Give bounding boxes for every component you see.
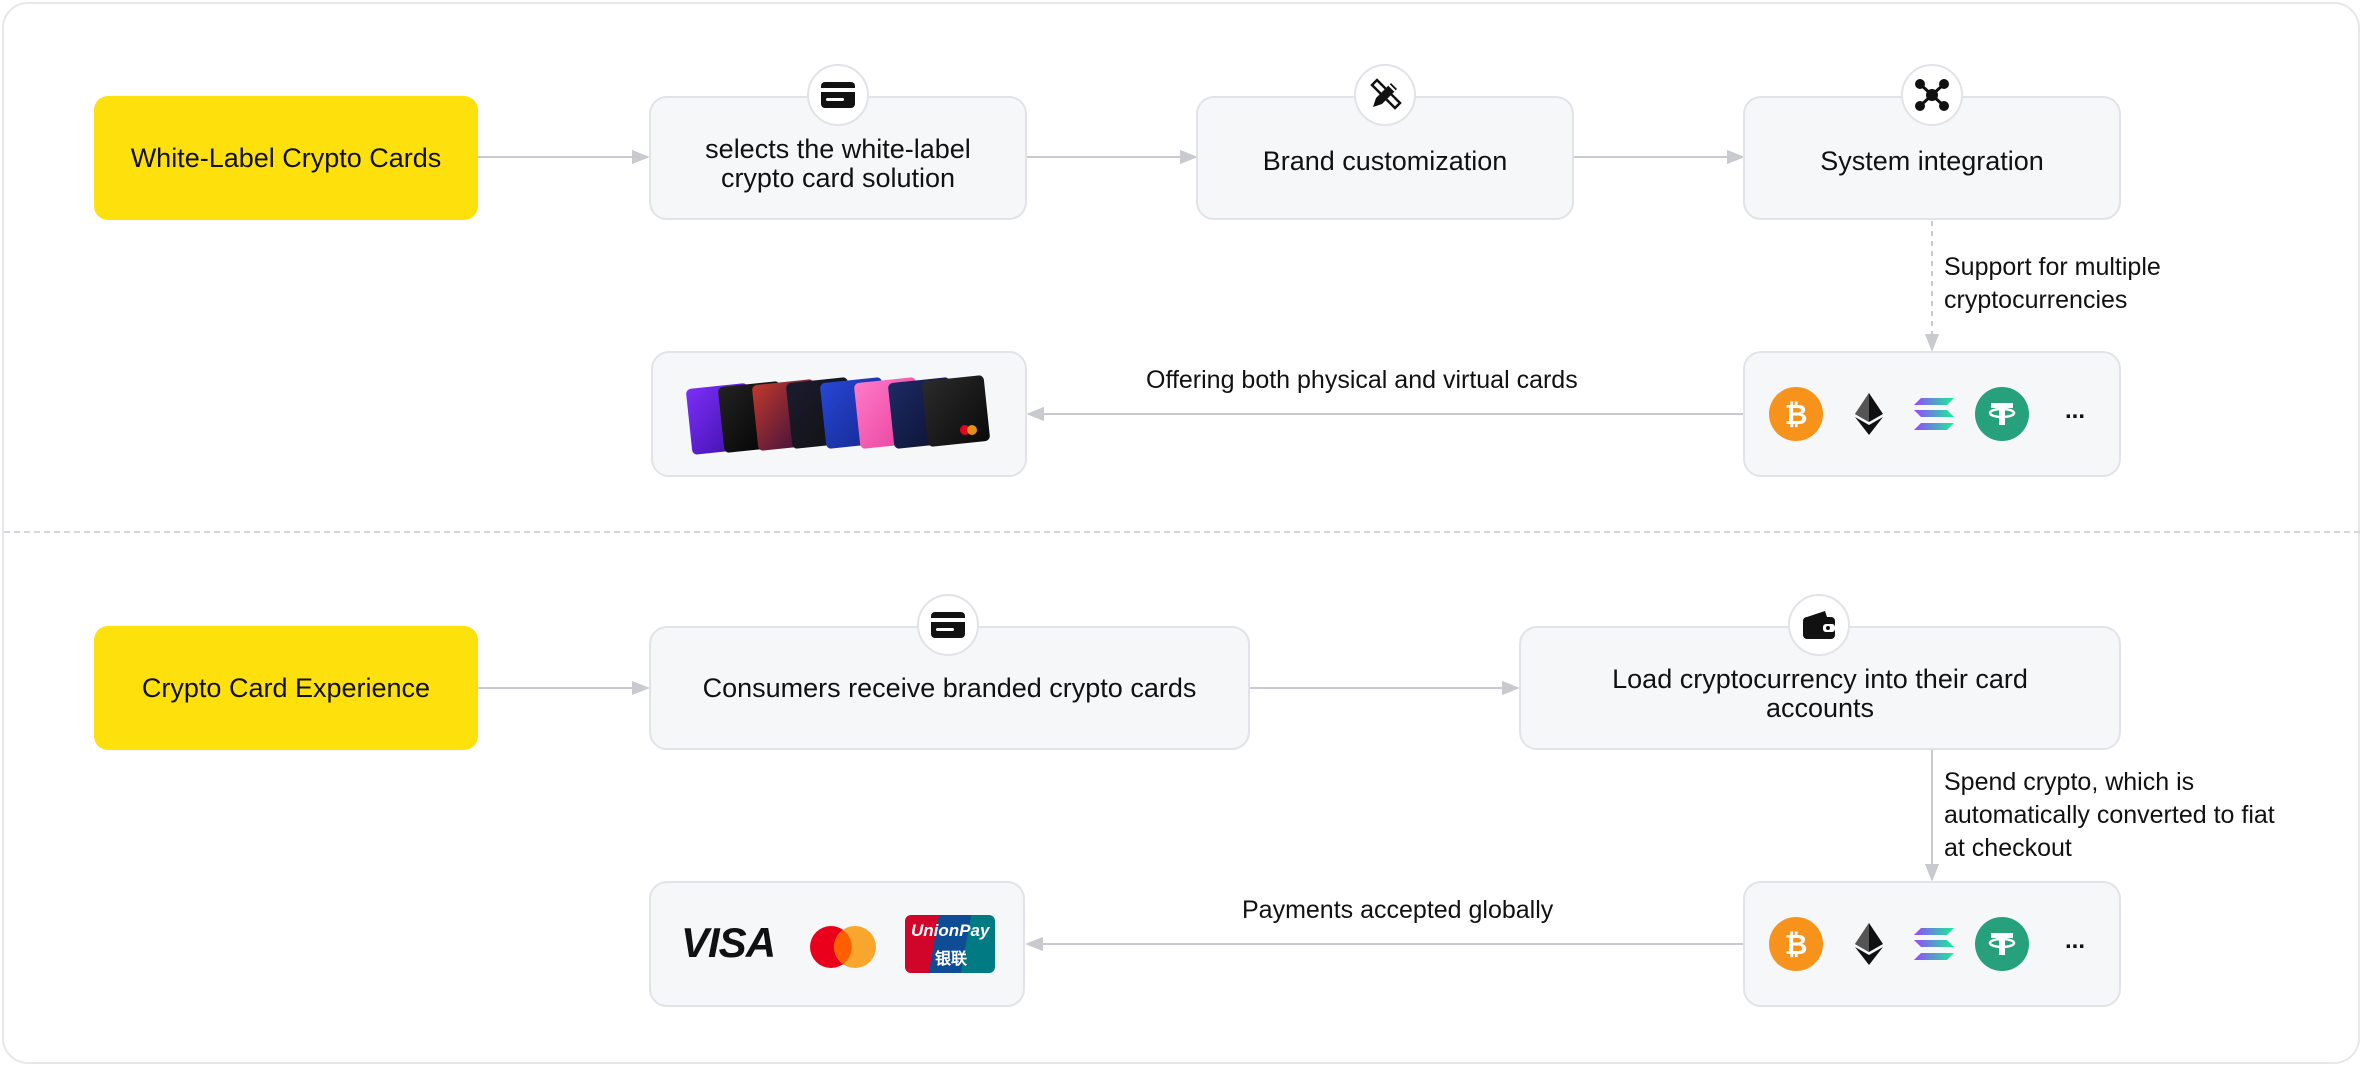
pen-ruler-icon [1354,64,1416,126]
start-node-label: Crypto Card Experience [141,672,431,703]
edge-label-support: Support for multiple cryptocurrencies [1944,253,2161,314]
network-icon [1901,64,1963,126]
start-node-white-label: White-Label Crypto Cards [94,96,478,220]
card-stack-image [686,375,990,455]
step-label: Load cryptocurrency into their card acco… [1612,664,2028,723]
crypto-currencies-node-2: ₿ ... [1743,881,2121,1007]
ethereum-icon [1842,387,1896,441]
start-node-label: White-Label Crypto Cards [130,142,442,173]
wallet-icon [1788,594,1850,656]
step-label: Brand customization [1262,145,1508,176]
step-label: System integration [1820,145,2044,176]
bitcoin-icon: ₿ [1769,387,1823,441]
card-collection-node [651,351,1027,477]
payment-networks-node: VISA UnionPay 银联 [649,881,1025,1007]
card-icon [807,64,869,126]
unionpay-text: UnionPay [911,921,990,940]
solana-icon [1907,387,1961,441]
visa-logo: VISA [681,919,776,966]
edge-label-spend: Spend crypto, which is automatically con… [1944,768,2275,862]
tether-icon [1975,387,2029,441]
section-divider [4,531,2360,533]
svg-text:₿: ₿ [1785,398,1808,431]
step-label: selects the white-label crypto card solu… [705,134,971,193]
unionpay-cn-text: 银联 [935,949,968,968]
solana-icon [1907,917,1961,971]
edge-label-offering: Offering both physical and virtual cards [1146,366,1578,394]
tether-icon [1975,917,2029,971]
edge-label-payments: Payments accepted globally [1242,896,1554,924]
card-icon [917,594,979,656]
ethereum-icon [1842,917,1896,971]
more-currencies: ... [2065,397,2086,424]
unionpay-logo: UnionPay 银联 [905,915,995,973]
step-label: Consumers receive branded crypto cards [702,672,1197,703]
mastercard-logo [809,925,879,969]
crypto-currencies-node: ₿ ... [1743,351,2121,477]
svg-text:₿: ₿ [1785,928,1808,961]
bitcoin-icon: ₿ [1769,917,1823,971]
start-node-experience: Crypto Card Experience [94,626,478,750]
more-currencies: ... [2065,927,2086,954]
